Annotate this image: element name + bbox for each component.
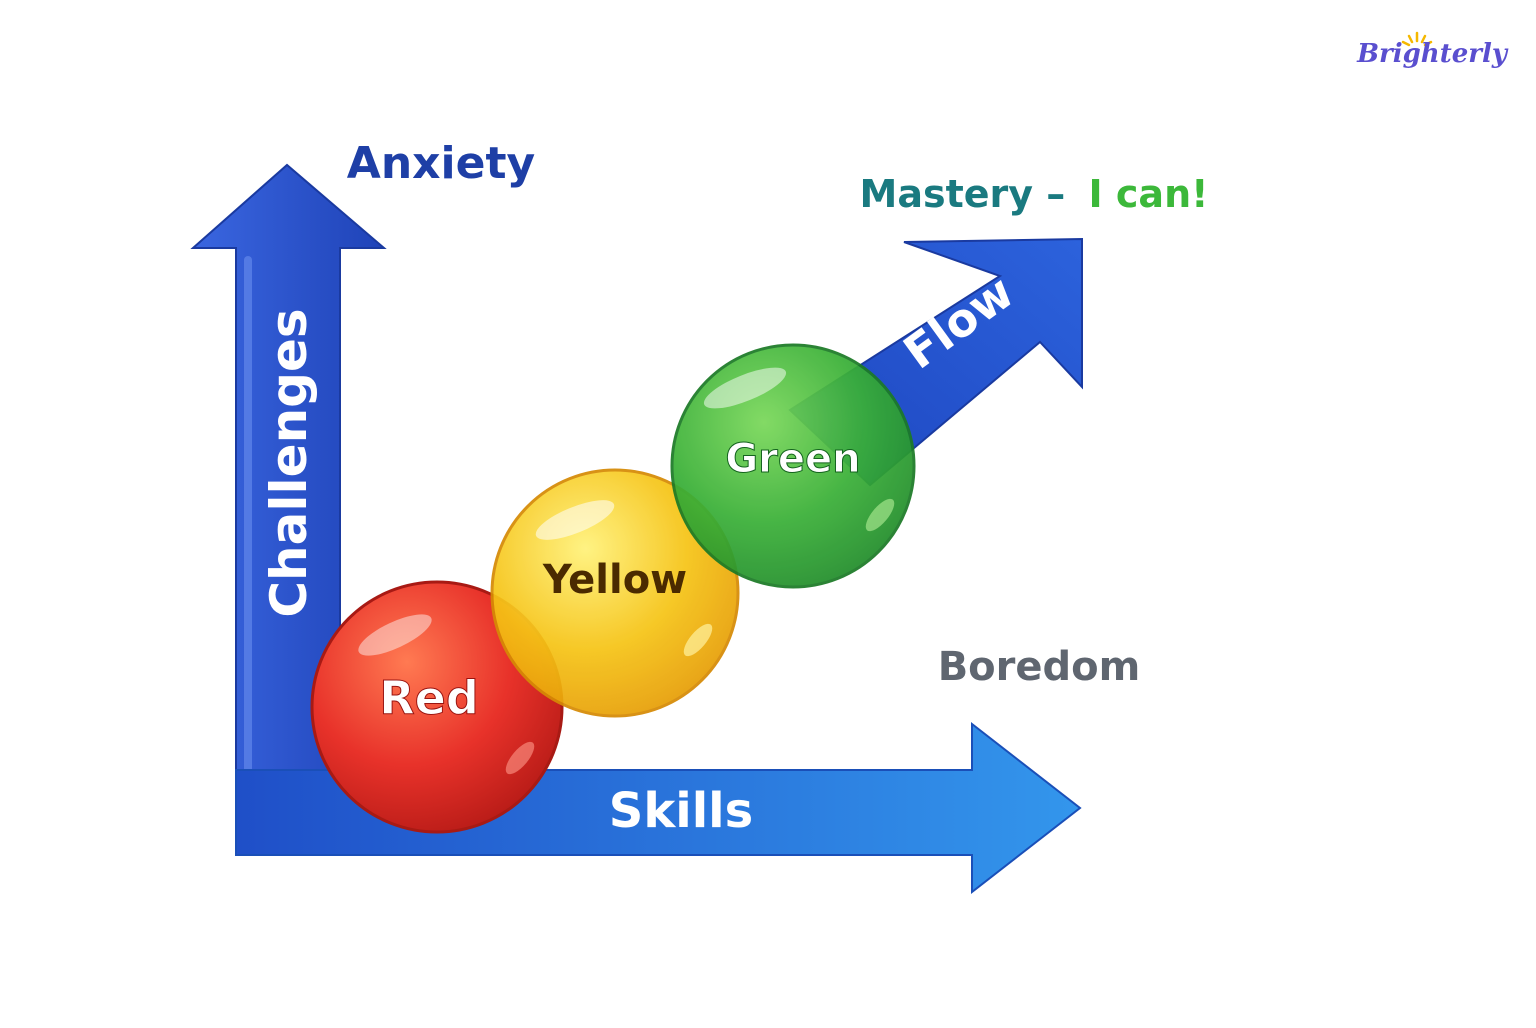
challenges-axis-label: Challenges <box>260 308 318 617</box>
sun-icon <box>1401 31 1433 47</box>
ball-red <box>310 580 564 834</box>
ball-red-label: Red <box>379 671 479 725</box>
mastery-label-part1: Mastery – <box>860 172 1066 216</box>
skills-axis-label: Skills <box>609 783 753 839</box>
mastery-label: Mastery – I can! <box>860 172 1209 216</box>
ball-yellow-label: Yellow <box>542 557 687 603</box>
mastery-label-part2: I can! <box>1089 172 1209 216</box>
challenges-axis-highlight <box>244 256 252 816</box>
brand-logo: Brighterly <box>1356 31 1509 69</box>
ball-yellow <box>490 468 740 718</box>
anxiety-label: Anxiety <box>347 138 535 189</box>
skills-axis-arrow <box>235 721 1082 895</box>
brand-logo-text: Brighterly <box>1356 39 1509 69</box>
ball-green-label: Green <box>725 436 860 482</box>
ball-green <box>670 343 916 589</box>
boredom-label: Boredom <box>938 644 1141 690</box>
